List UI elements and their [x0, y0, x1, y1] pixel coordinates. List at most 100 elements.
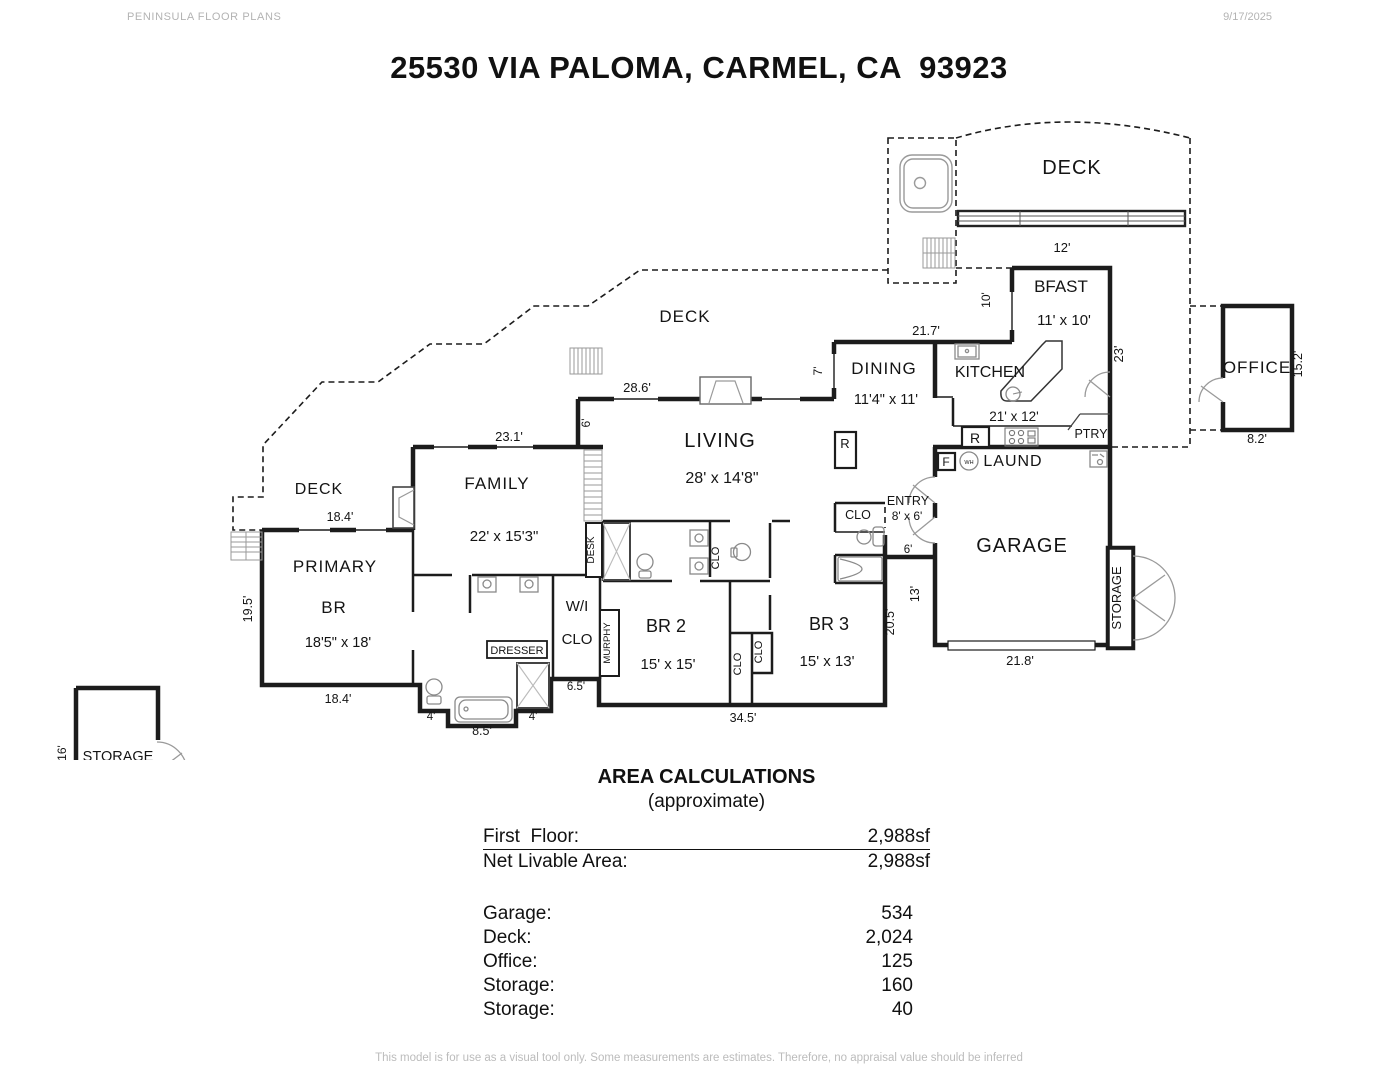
label-dresser: DRESSER — [490, 645, 543, 657]
label-clo-entry: CLO — [845, 508, 871, 522]
area-row: First Floor: 2,988sf — [483, 825, 930, 850]
label-wi: W/I — [566, 598, 589, 615]
area-row: Storage: 160 — [483, 974, 913, 998]
dim-garage-left: 13' — [908, 586, 922, 602]
vanity-sink-icon — [519, 576, 539, 593]
room-label-office: OFFICE — [1223, 358, 1291, 377]
washer-icon — [1089, 450, 1108, 468]
room-label-entry: ENTRY — [887, 494, 930, 508]
fridge-box — [960, 425, 991, 449]
door-arc — [156, 741, 186, 760]
door-arc — [908, 516, 936, 544]
room-dims-entry: 8' x 6' — [892, 509, 923, 523]
room-dims-br3: 15' x 13' — [800, 653, 855, 670]
casework — [486, 430, 1135, 677]
fridge-box — [833, 430, 858, 470]
area-row: Deck: 2,024 — [483, 926, 913, 950]
label-fridge-living: R — [840, 436, 849, 451]
room-label-family: FAMILY — [464, 474, 529, 493]
area-row: Storage: 40 — [483, 998, 913, 1022]
bath-fixtures — [425, 522, 885, 723]
water-heater-icon — [959, 451, 979, 471]
label-murphy: MURPHY — [602, 622, 613, 664]
room-dims-living: 28' x 14'8" — [685, 470, 758, 487]
desk-box — [585, 522, 603, 578]
dim-br-bottom: 34.5' — [730, 711, 757, 725]
room-label-storage-left: STORAGE — [83, 749, 154, 760]
label-fridge-laundry: R — [970, 430, 980, 446]
room-label-laund: LAUND — [983, 453, 1042, 470]
label-desk: DESK — [586, 536, 597, 564]
disclaimer-text: This model is for use as a visual tool o… — [375, 1052, 1023, 1064]
vanity-sink-icon — [689, 529, 709, 547]
dim-bfast-left: 10' — [979, 292, 993, 308]
dim-family-top: 23.1' — [495, 429, 523, 444]
area-row-label: Net Livable Area: — [483, 851, 628, 872]
area-row-label: Storage: — [483, 999, 555, 1020]
area-row-label: Garage: — [483, 903, 552, 924]
toilet-icon — [730, 542, 752, 562]
brand-text: PENINSULA FLOOR PLANS — [127, 11, 282, 23]
room-label-garage: GARAGE — [976, 535, 1068, 557]
sink-toilet-icon — [856, 526, 885, 547]
area-row-value: 160 — [881, 975, 913, 996]
label-clo-mid2: CLO — [753, 640, 765, 663]
area-detail-rows: Garage: 534 Deck: 2,024 Office: 125 Stor… — [483, 902, 930, 1022]
area-row-label: First Floor: — [483, 826, 580, 847]
room-dims-family: 22' x 15'3" — [470, 528, 539, 545]
door-arc — [908, 476, 936, 504]
area-row-value: 40 — [891, 999, 913, 1020]
dim-living-top: 28.6' — [623, 380, 651, 395]
dim-deck-left-top: 18.4' — [327, 510, 354, 524]
room-label-living: LIVING — [684, 430, 756, 452]
room-dims-br2: 15' x 15' — [641, 656, 696, 673]
room-label-br3: BR 3 — [809, 614, 849, 634]
dim-deck-top: 12' — [1054, 240, 1071, 255]
dim-primary-bottom: 18.4' — [325, 692, 352, 706]
bathtub-icon — [454, 696, 513, 723]
toilet-icon — [425, 678, 443, 705]
room-label-primary: PRIMARY — [293, 557, 377, 576]
murphy-box — [599, 609, 620, 677]
area-row-label: Storage: — [483, 975, 555, 996]
area-row-label: Office: — [483, 951, 538, 972]
dim-bath-step2: 4' — [529, 711, 538, 723]
vanity-sink-icon — [689, 557, 709, 575]
room-label-deck-mid: DECK — [659, 307, 710, 326]
room-dims-dining: 11'4" x 11' — [854, 392, 918, 408]
furnace-box — [936, 451, 957, 472]
label-water-heater: WH — [964, 460, 973, 466]
door-arc — [1198, 377, 1224, 403]
area-row-value: 534 — [881, 903, 913, 924]
garage-door — [947, 640, 1096, 651]
dim-wiclo-bottom: 6.5' — [567, 681, 585, 693]
dim-entry-bottom: 6' — [904, 544, 913, 556]
plan-labels: DECK 12' DECK DECK BFAST 11' x 10' 10' K… — [55, 157, 1305, 760]
vanity-sink-icon — [477, 576, 497, 593]
kitchen-fixtures — [954, 340, 1110, 431]
dim-br3-right: 20.5' — [883, 609, 897, 636]
area-subtitle: (approximate) — [647, 791, 766, 812]
dim-office-bottom: 8.2' — [1247, 432, 1267, 446]
area-row: Net Livable Area: 2,988sf — [483, 850, 930, 874]
shower-icon — [516, 662, 550, 709]
spa-icon — [899, 154, 953, 213]
dim-living-left: 6' — [579, 419, 593, 428]
dim-storage-left-h: 16' — [55, 745, 69, 760]
area-calculations: AREA CALCULATIONS (approximate) First Fl… — [483, 766, 930, 1022]
stairs-icon — [230, 237, 956, 561]
room-label-br2: BR 2 — [646, 616, 686, 636]
room-label-dining: DINING — [851, 359, 917, 378]
label-clo-mid1: CLO — [732, 652, 744, 675]
dim-bath-tub: 8.5' — [472, 724, 492, 738]
island-counter — [1000, 340, 1063, 402]
double-door-arc — [1132, 555, 1176, 599]
label-wi-clo: CLO — [562, 631, 593, 648]
pantry-corner — [1067, 413, 1110, 431]
label-furnace: F — [942, 455, 949, 469]
dresser-box — [486, 640, 548, 659]
dim-primary-left: 19.5' — [241, 596, 255, 623]
storage-room-box — [1106, 546, 1135, 650]
laundry-appliances — [936, 425, 1108, 472]
